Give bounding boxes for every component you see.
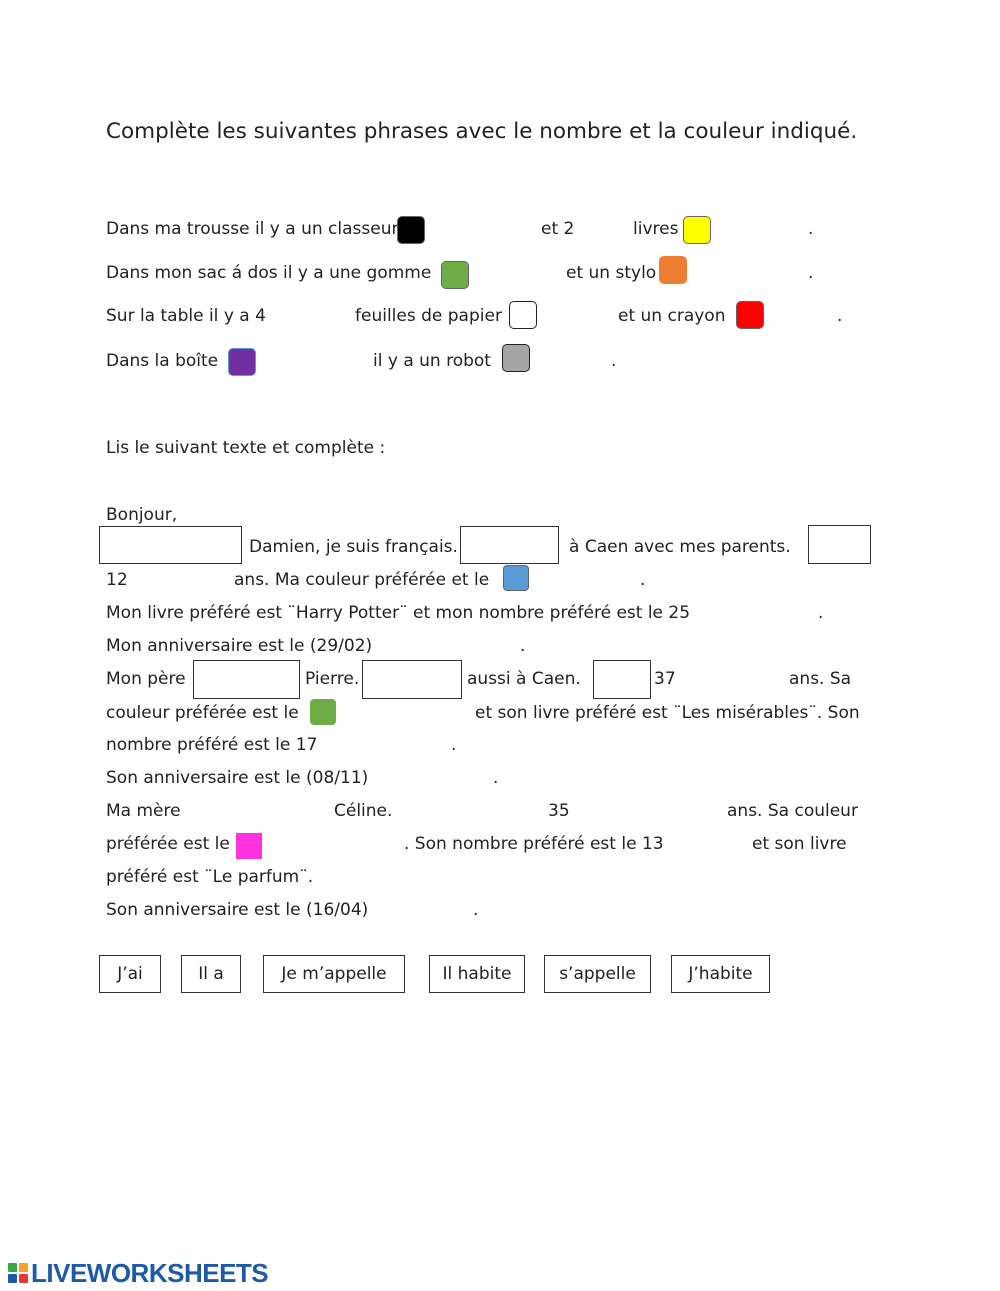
exercise-title: Complète les suivantes phrases avec le n… (106, 119, 858, 144)
text-segment: Son anniversaire est le (16/04) (106, 900, 369, 920)
color-swatch-purple (228, 348, 256, 376)
answer-box-5[interactable] (362, 660, 462, 699)
word-chip-il-a[interactable]: Il a (181, 955, 241, 993)
text-segment: Mon livre préféré est ¨Harry Potter¨ et … (106, 603, 691, 623)
answer-box-3[interactable] (808, 525, 871, 564)
sentence-period: . (837, 306, 843, 326)
text-segment: couleur préférée est le (106, 703, 299, 723)
text-segment: nombre préféré est le 17 (106, 735, 318, 755)
sentence-text: Dans ma trousse il y a un classeur (106, 219, 399, 239)
reading-instruction: Lis le suivant texte et complète : (106, 438, 386, 458)
color-swatch-blue (503, 565, 529, 591)
text-segment: et son livre préféré est ¨Les misérables… (475, 703, 860, 723)
sentence-text: Dans la boîte (106, 351, 219, 371)
answer-box-6[interactable] (593, 660, 651, 699)
sentence-period: . (808, 263, 814, 283)
sentence-text: livres (633, 219, 679, 239)
text-segment: ans. Sa (789, 669, 852, 689)
liveworksheets-logo: LIVEWORKSHEETS (8, 1257, 269, 1288)
text-segment: Son anniversaire est le (08/11) (106, 768, 369, 788)
word-chip-jhabite[interactable]: J’habite (671, 955, 770, 993)
sentence-text: feuilles de papier (355, 306, 502, 326)
sentence-text: il y a un robot (373, 351, 491, 371)
word-chip-je-mappelle[interactable]: Je m’appelle (263, 955, 405, 993)
text-segment: 37 (654, 669, 676, 689)
answer-box-4[interactable] (193, 660, 300, 699)
text-segment: Mon père (106, 669, 186, 689)
text-segment: . (493, 768, 499, 788)
greeting: Bonjour, (106, 505, 178, 525)
color-swatch-magenta (236, 833, 262, 859)
text-segment: aussi à Caen. (467, 669, 581, 689)
logo-mark-cell (8, 1263, 17, 1272)
text-segment: . (451, 735, 457, 755)
text-segment: à Caen avec mes parents. (569, 537, 791, 557)
logo-mark-cell (19, 1274, 28, 1283)
answer-box-2[interactable] (460, 526, 559, 564)
word-chip-jai[interactable]: J’ai (99, 955, 161, 993)
text-segment: . Son nombre préféré est le 13 (404, 834, 664, 854)
text-segment: . (473, 900, 479, 920)
text-segment: Mon anniversaire est le (29/02) (106, 636, 373, 656)
color-swatch-black (397, 216, 425, 244)
color-swatch-orange (659, 256, 687, 284)
logo-mark-cell (8, 1274, 17, 1283)
color-swatch-yellow (683, 216, 711, 244)
color-swatch-green (441, 261, 469, 289)
text-segment: Pierre. (305, 669, 360, 689)
sentence-period: . (808, 219, 814, 239)
text-segment: Damien, je suis français. (249, 537, 458, 557)
sentence-text: et un crayon (618, 306, 726, 326)
text-segment: préférée est le (106, 834, 230, 854)
text-segment: ans. Ma couleur préférée et le (234, 570, 490, 590)
text-segment: et son livre (752, 834, 847, 854)
text-segment: 12 (106, 570, 128, 590)
text-segment: ans. Sa couleur (727, 801, 858, 821)
color-swatch-gray (502, 344, 530, 372)
logo-mark-cell (19, 1263, 28, 1272)
text-segment: . (640, 570, 646, 590)
color-swatch-white (509, 301, 537, 329)
sentence-text: Sur la table il y a 4 (106, 306, 266, 326)
text-segment: . (520, 636, 526, 656)
color-swatch-red (736, 301, 764, 329)
word-chip-il-habite[interactable]: Il habite (429, 955, 525, 993)
text-segment: Ma mère (106, 801, 181, 821)
color-swatch-green (310, 699, 336, 725)
text-segment: 35 (548, 801, 570, 821)
logo-text: LIVEWORKSHEETS (31, 1257, 269, 1288)
sentence-text: et 2 (541, 219, 575, 239)
text-segment: . (818, 603, 824, 623)
sentence-text: Dans mon sac á dos il y a une gomme (106, 263, 432, 283)
sentence-text: et un stylo (566, 263, 657, 283)
text-segment: préféré est ¨Le parfum¨. (106, 867, 314, 887)
sentence-period: . (611, 351, 617, 371)
word-chip-sappelle[interactable]: s’appelle (544, 955, 651, 993)
logo-mark-icon (8, 1263, 28, 1283)
text-segment: Céline. (334, 801, 393, 821)
answer-box-1[interactable] (99, 526, 242, 564)
